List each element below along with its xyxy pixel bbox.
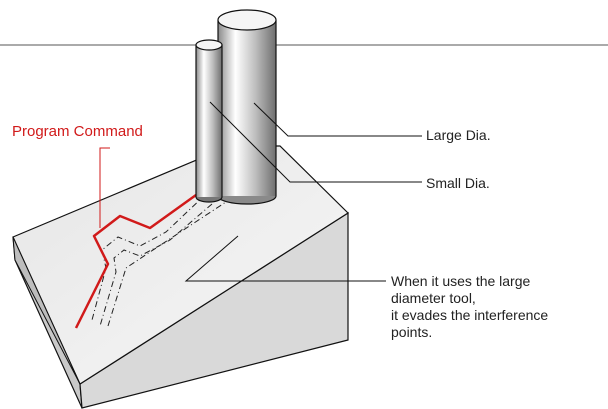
note-line-4: points. [391,324,433,340]
tool-path-inner [99,203,213,327]
program-command-path [74,193,197,329]
tool-path-large [107,197,233,327]
program-command-leader [99,147,110,228]
large-dia-label: Large Dia. [426,127,491,143]
interference-note: When it uses the large diameter tool, it… [391,273,548,341]
small-diameter-tool [195,39,223,203]
note-line-1: When it uses the large [391,273,531,289]
small-dia-label: Small Dia. [426,175,490,191]
program-command-label: Program Command [12,123,143,140]
note-line-3: it evades the interference [391,307,549,323]
small-dia-leader [209,101,422,183]
large-diameter-tool [217,9,277,205]
note-line-2: diameter tool, [391,290,476,306]
large-dia-leader [253,102,422,137]
note-leader [184,235,386,282]
block-left-edge [12,236,81,385]
